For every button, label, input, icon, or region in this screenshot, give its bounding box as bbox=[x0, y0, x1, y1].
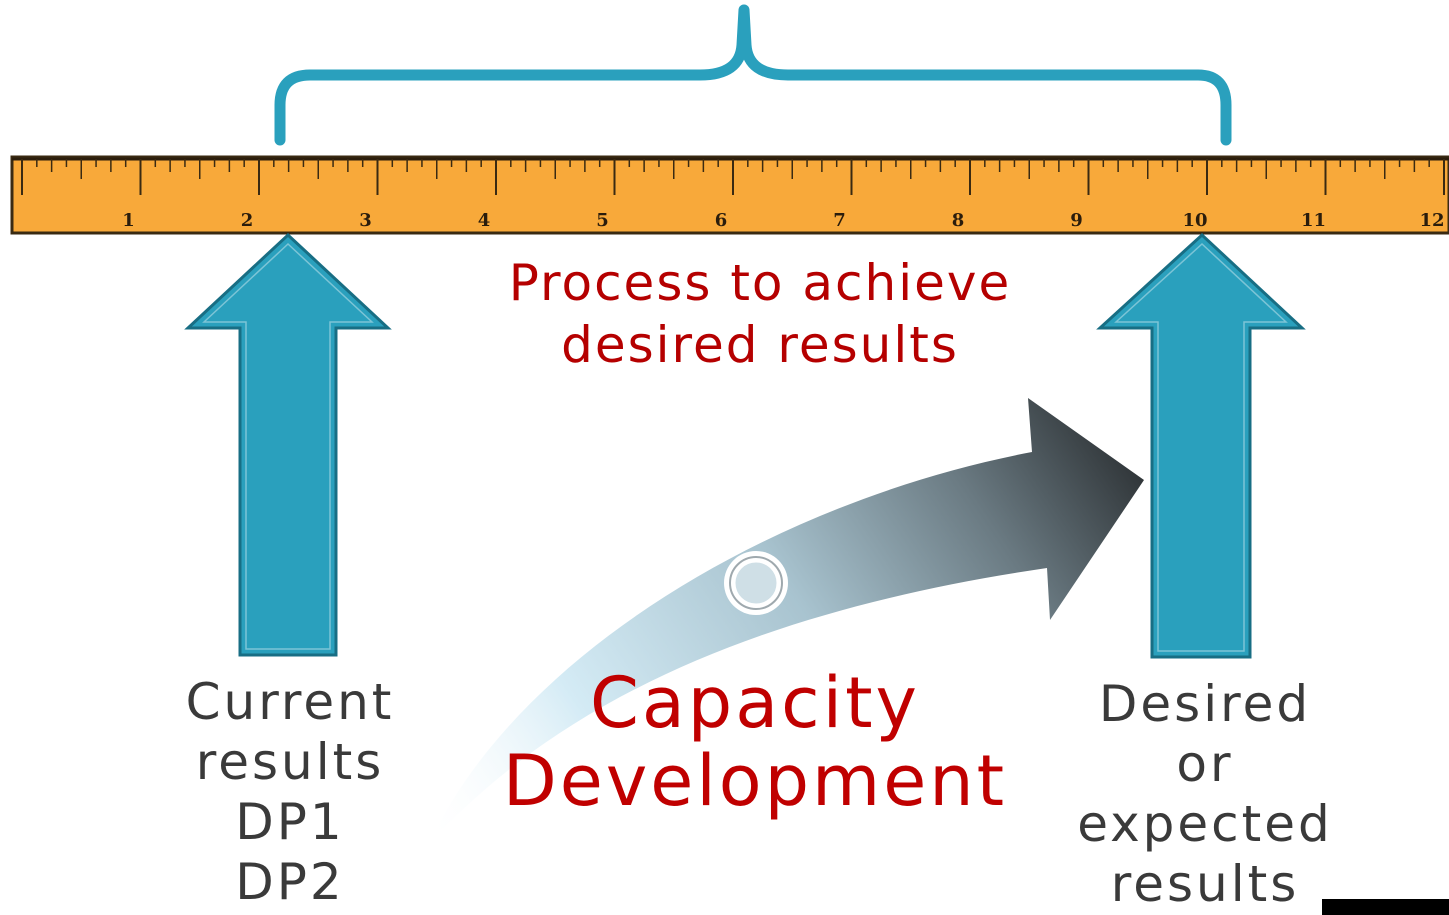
ruler-number: 7 bbox=[833, 210, 846, 231]
ruler-number: 2 bbox=[241, 210, 254, 231]
up-arrow-right-icon bbox=[1096, 232, 1306, 659]
capacity-label-line-1: Capacity bbox=[590, 662, 920, 744]
ruler-number: 6 bbox=[715, 210, 728, 231]
ruler-number: 8 bbox=[952, 210, 965, 231]
ruler-number: 10 bbox=[1182, 210, 1207, 231]
current-label-line-2: results bbox=[195, 733, 385, 791]
ruler-ticks bbox=[21, 159, 1445, 195]
desired-label-line-4: results bbox=[1110, 855, 1300, 913]
curly-brace-icon bbox=[274, 4, 1232, 146]
ruler-number: 3 bbox=[359, 210, 372, 231]
capacity-label-line-2: Development bbox=[502, 740, 1008, 822]
desired-results-label: Desired or expected results bbox=[1040, 674, 1370, 914]
ruler-number: 5 bbox=[596, 210, 609, 231]
current-results-label: Current results DP1 DP2 bbox=[140, 672, 440, 912]
process-label-line-2: desired results bbox=[561, 316, 959, 374]
ruler-number: 12 bbox=[1419, 210, 1444, 231]
current-label-line-1: Current bbox=[185, 673, 395, 731]
ruler-body bbox=[10, 155, 1449, 235]
current-label-line-4: DP2 bbox=[235, 853, 345, 911]
ruler-number: 4 bbox=[478, 210, 491, 231]
ring-icon bbox=[724, 551, 788, 615]
desired-label-line-2: or bbox=[1176, 735, 1234, 793]
ruler-number: 9 bbox=[1070, 210, 1083, 231]
desired-label-line-1: Desired bbox=[1098, 675, 1312, 733]
capacity-development-label: Capacity Development bbox=[455, 664, 1055, 820]
up-arrow-left-icon bbox=[184, 232, 392, 657]
curved-arrow-icon bbox=[428, 398, 1144, 845]
corner-bar bbox=[1322, 899, 1449, 915]
desired-label-line-3: expected bbox=[1077, 795, 1333, 853]
ruler-number: 1 bbox=[122, 210, 135, 231]
process-label-line-1: Process to achieve bbox=[508, 254, 1012, 312]
ruler-number: 11 bbox=[1301, 210, 1326, 231]
current-label-line-3: DP1 bbox=[235, 793, 345, 851]
process-label: Process to achieve desired results bbox=[440, 252, 1080, 376]
